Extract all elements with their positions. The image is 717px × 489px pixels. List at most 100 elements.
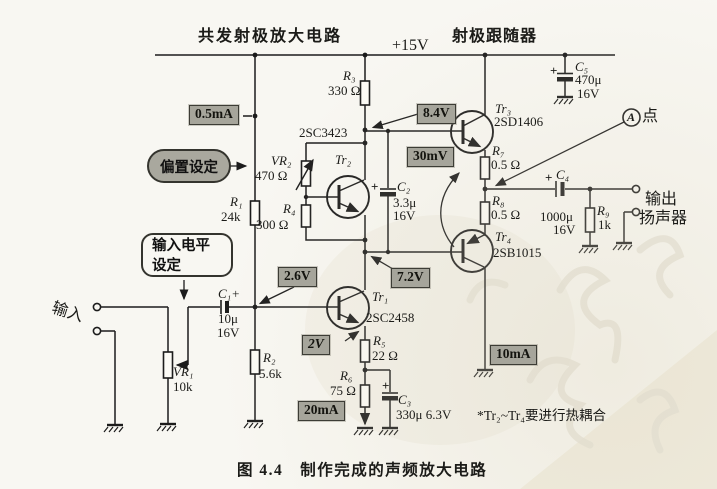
- transistor-tr3: [450, 110, 494, 154]
- tr3-part: 2SD1406: [494, 114, 544, 129]
- badge-voltage-2-6v: 2.6V: [278, 267, 317, 287]
- c5-value2: 16V: [577, 86, 600, 101]
- output-terminal-bottom[interactable]: [631, 207, 641, 217]
- c1-value2: 16V: [217, 325, 240, 340]
- input-terminal-bottom[interactable]: [92, 326, 102, 336]
- junction-dots: [252, 52, 593, 373]
- vr1-ref: VR₁: [173, 364, 194, 379]
- r3-ref: R₃: [343, 68, 356, 83]
- r2-ref: R₂: [263, 350, 276, 365]
- resistor-r4: [300, 204, 312, 228]
- resistor-r9: [584, 207, 596, 233]
- c2-polarity: +: [371, 179, 379, 194]
- tr1-ref: Tr₁: [372, 289, 389, 304]
- badge-current-10ma: 10mA: [490, 345, 537, 365]
- c2-ref: C₂: [397, 179, 411, 194]
- point-a-circle: [622, 108, 641, 127]
- capacitor-c5: [557, 72, 573, 82]
- arrow-2-6v: [258, 286, 295, 305]
- r5-ref: R₅: [373, 333, 386, 348]
- c1-ref: C₁+: [218, 286, 240, 301]
- c3-value: 330μ 6.3V: [396, 407, 452, 422]
- badge-voltage-8-4v: 8.4V: [417, 104, 456, 124]
- resistor-r5: [359, 339, 371, 363]
- r6-ref: R₆: [340, 368, 353, 383]
- badge-voltage-30mv: 30mV: [407, 147, 454, 167]
- c1-value1: 10μ: [218, 311, 238, 326]
- r5-value: 22 Ω: [372, 348, 398, 363]
- c2-value2: 16V: [393, 208, 416, 223]
- tr2-ref: Tr₂: [335, 152, 352, 167]
- c3-ref: C₃: [398, 392, 412, 407]
- c5-ref: C₅: [575, 59, 589, 74]
- arrow-2v: [344, 330, 360, 342]
- c4-value1: 1000μ: [540, 209, 573, 224]
- point-a-suffix: 点: [642, 108, 659, 125]
- arrow-8-4v: [371, 113, 419, 130]
- badge-current-20ma: 20mA: [298, 401, 345, 421]
- output-terminal-top[interactable]: [631, 184, 641, 194]
- badge-voltage-7-2v: 7.2V: [391, 268, 430, 288]
- r6-value: 75 Ω: [330, 383, 356, 398]
- r2-value: 5.6k: [259, 366, 282, 381]
- resistor-r6: [359, 384, 371, 408]
- bias-setting-bubble: 偏置设定: [147, 149, 231, 183]
- transistor-tr1: [326, 286, 370, 330]
- resistor-r2: [249, 349, 261, 375]
- resistor-r3: [359, 80, 371, 106]
- input-terminal-top[interactable]: [92, 302, 102, 312]
- vr2-ref: VR₂: [271, 153, 292, 168]
- transistor-symbols: [326, 110, 494, 330]
- speaker-label: 扬声器: [639, 210, 688, 227]
- thermal-coupling-note: *Tr₂~Tr₄要进行热耦合: [477, 408, 607, 423]
- capacitor-c2: [380, 188, 396, 197]
- transistor-tr2: [326, 175, 370, 219]
- r1-value: 24k: [221, 209, 241, 224]
- vr2-value: 470 Ω: [255, 168, 288, 183]
- r1-ref: R₁: [230, 194, 243, 209]
- badge-current-0-5ma: 0.5mA: [189, 105, 239, 125]
- tr1-part: 2SC2458: [366, 310, 415, 325]
- resistor-r8: [479, 201, 491, 225]
- section-title-emitter-follower: 射极跟随器: [452, 28, 538, 45]
- watermark: [305, 215, 717, 489]
- input-level-line1: 输入电平: [152, 238, 210, 254]
- c3-polarity: +: [382, 378, 390, 393]
- r7-ref: R₇: [492, 143, 505, 158]
- vr1-value: 10k: [173, 379, 193, 394]
- r7-value: 0.5 Ω: [491, 157, 521, 172]
- section-title-common-emitter: 共发射极放大电路: [198, 28, 343, 45]
- tr2-part: 2SC3423: [299, 125, 348, 140]
- potentiometer-vr1: [162, 351, 174, 379]
- c5-value1: 470μ: [575, 72, 602, 87]
- c4-ref: C₄: [556, 167, 570, 182]
- point-a-letter: A: [627, 110, 636, 124]
- r9-ref: R₉: [597, 203, 610, 218]
- supply-rail-label: +15V: [392, 37, 429, 54]
- capacitor-c1: [220, 300, 229, 314]
- r4-ref: R₄: [283, 201, 296, 216]
- c5-polarity: +: [550, 63, 558, 78]
- figure-caption: 图 4.4 制作完成的声频放大电路: [237, 462, 488, 479]
- r3-value: 330 Ω: [328, 83, 361, 98]
- r8-ref: R₈: [492, 193, 505, 208]
- capacitor-c4: [555, 181, 565, 197]
- c4-polarity: +: [545, 170, 553, 185]
- tr3-ref: Tr₃: [495, 101, 512, 116]
- input-level-line2: 设定: [152, 257, 181, 274]
- potentiometer-arrows: [175, 158, 314, 370]
- c4-value2: 16V: [553, 222, 576, 237]
- r8-value: 0.5 Ω: [491, 207, 521, 222]
- r9-value: 1k: [598, 217, 611, 232]
- r4-value: 300 Ω: [256, 217, 289, 232]
- capacitor-symbols: [220, 72, 573, 401]
- c2-value1: 3.3μ: [393, 195, 417, 210]
- capacitor-c3: [382, 392, 398, 401]
- tr4-part: 2SB1015: [493, 245, 542, 260]
- transistor-tr4: [450, 229, 494, 273]
- resistor-r7: [479, 156, 491, 180]
- terminals: [92, 108, 641, 336]
- resistor-r1: [249, 200, 261, 226]
- vr2-wiper-arrow: [295, 158, 314, 191]
